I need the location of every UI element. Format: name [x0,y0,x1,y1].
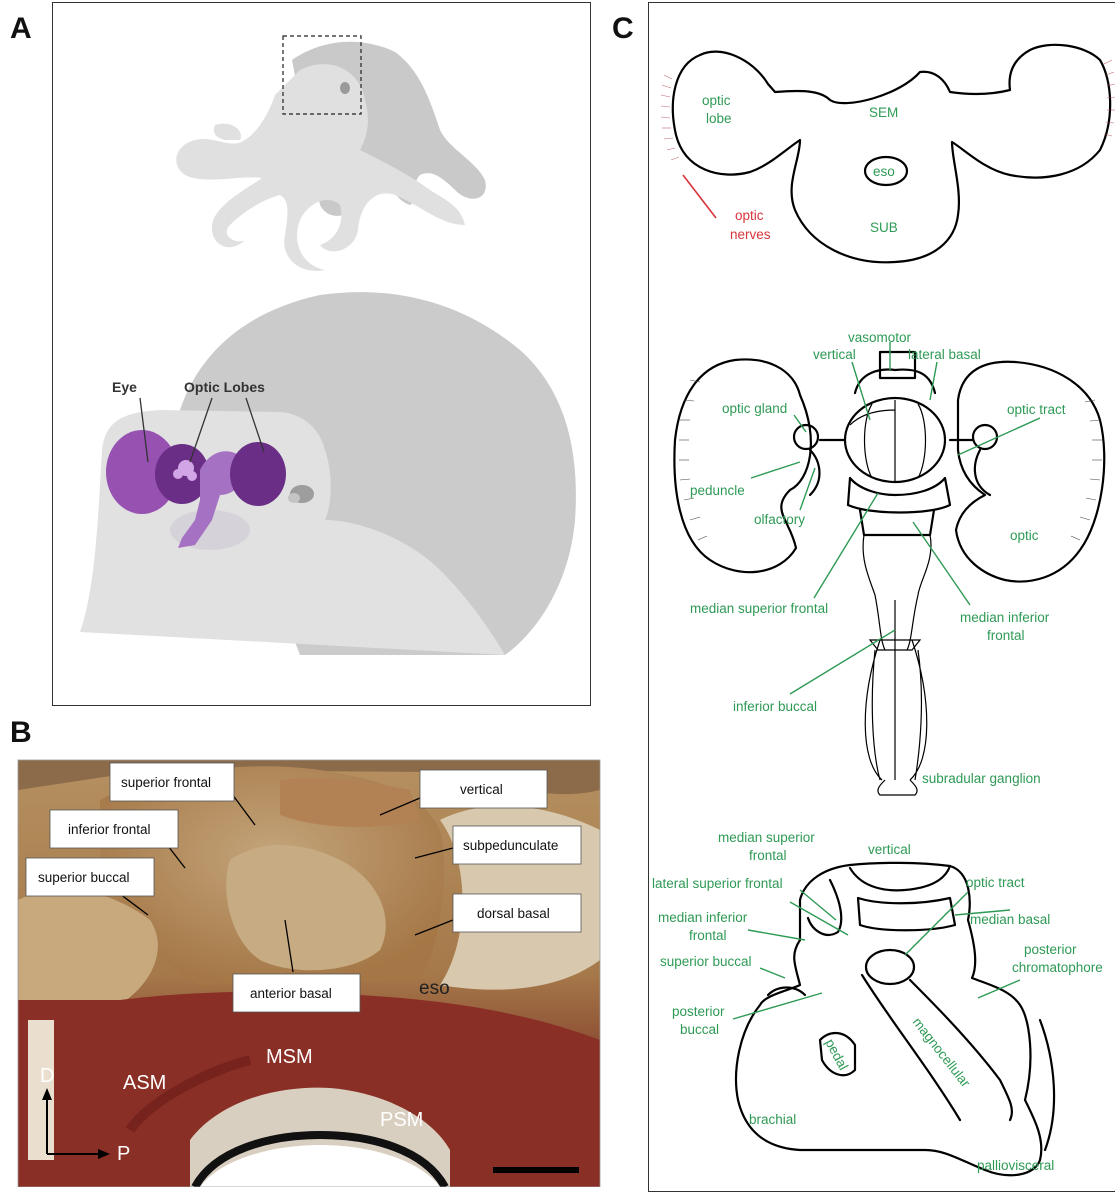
optic-gland-label: optic gland [722,401,787,416]
peduncle-label: peduncle [690,483,745,498]
optic-lobe-label-2: lobe [706,111,732,126]
median-superior-frontal-bot-label-1: median superior [718,830,815,845]
median-basal-label: median basal [970,912,1050,927]
subradular-ganglion-label: subradular ganglion [922,771,1041,786]
brachial-label: brachial [749,1112,796,1127]
optic-lobe-label-1: optic [702,93,731,108]
sem-label: SEM [869,105,898,120]
median-inferior-frontal-bot-label-2: frontal [689,928,727,943]
posterior-chromatophore-label-2: chromatophore [1012,960,1103,975]
vertical-bot-label: vertical [868,842,911,857]
magnocellular-label: magnocellular [910,1015,974,1091]
olfactory-label: olfactory [754,512,805,527]
bottom-pointer-lines [733,890,1020,1019]
median-superior-frontal-bot-label-2: frontal [749,848,787,863]
superior-buccal-bot-label: superior buccal [660,954,752,969]
palliovisceral-label: palliovisceral [977,1158,1054,1173]
lateral-superior-frontal-label: lateral superior frontal [652,876,783,891]
vasomotor-label: vasomotor [848,330,912,345]
optic-nerves-label-2: nerves [730,227,771,242]
inferior-buccal-label: inferior buccal [733,699,817,714]
vertical-mid-label: vertical [813,347,856,362]
optic-tract-bot-label: optic tract [966,875,1025,890]
median-inferior-frontal-bot-label-1: median inferior [658,910,748,925]
median-inferior-frontal-mid-label-1: median inferior [960,610,1050,625]
posterior-chromatophore-label-1: posterior [1024,942,1077,957]
lateral-basal-label: lateral basal [908,347,981,362]
posterior-buccal-label-1: posterior [672,1004,725,1019]
sub-label: SUB [870,220,898,235]
optic-mid-label: optic [1010,528,1039,543]
median-superior-frontal-mid-label: median superior frontal [690,601,828,616]
eso-top-label: eso [873,164,895,179]
optic-nerves-label-1: optic [735,208,764,223]
optic-tract-mid-label: optic tract [1007,402,1066,417]
median-inferior-frontal-mid-label-2: frontal [987,628,1025,643]
posterior-buccal-label-2: buccal [680,1022,719,1037]
